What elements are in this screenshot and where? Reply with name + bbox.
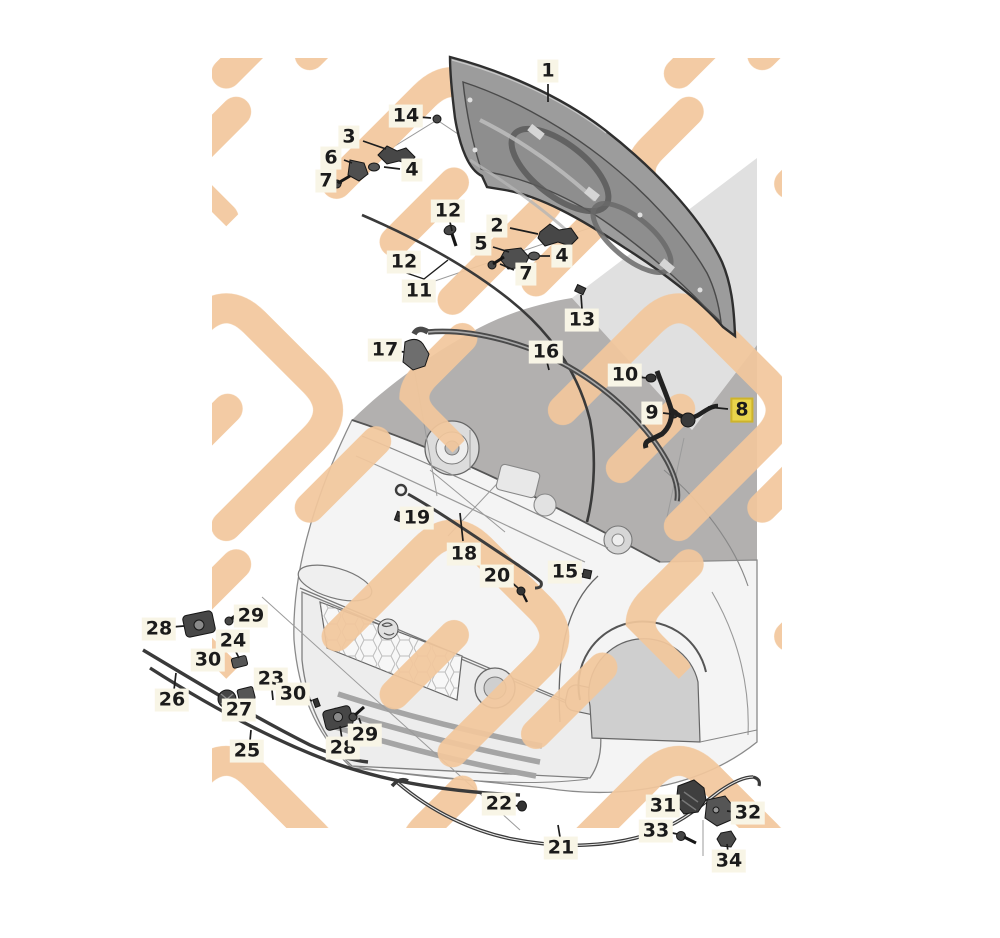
- callout-17[interactable]: 17: [367, 338, 403, 362]
- seals-rods-cables: [142, 213, 761, 848]
- callout-6[interactable]: 6: [320, 146, 342, 170]
- callout-34[interactable]: 34: [711, 849, 747, 873]
- clip-13: [574, 283, 587, 296]
- callout-18[interactable]: 18: [446, 542, 482, 566]
- callout-11[interactable]: 11: [401, 279, 437, 303]
- callout-28[interactable]: 28: [141, 617, 177, 641]
- callout-27[interactable]: 27: [221, 698, 257, 722]
- callout-15[interactable]: 15: [547, 560, 583, 584]
- callout-30[interactable]: 30: [190, 648, 226, 672]
- callout-33[interactable]: 33: [638, 819, 674, 843]
- grommet-17: [402, 338, 430, 371]
- callout-20[interactable]: 20: [479, 564, 515, 588]
- callout-5[interactable]: 5: [470, 232, 492, 256]
- side-seal-strip: [361, 213, 596, 523]
- callout-9[interactable]: 9: [641, 401, 663, 425]
- callout-21[interactable]: 21: [543, 836, 579, 860]
- hinge-2: [537, 223, 579, 247]
- callout-22[interactable]: 22: [481, 792, 517, 816]
- callout-12[interactable]: 12: [430, 199, 466, 223]
- hood-hinge-8: [643, 370, 674, 449]
- callout-13[interactable]: 13: [564, 308, 600, 332]
- hood-panel: [448, 55, 737, 339]
- callout-12[interactable]: 12: [386, 250, 422, 274]
- callout-14[interactable]: 14: [388, 104, 424, 128]
- callout-8-highlighted[interactable]: 8: [730, 397, 754, 423]
- callout-3[interactable]: 3: [338, 125, 360, 149]
- callout-30[interactable]: 30: [275, 682, 311, 706]
- release-rod-lower: [149, 666, 521, 797]
- nut-34: [716, 830, 737, 848]
- hardware-parts: [182, 114, 737, 848]
- callout-4[interactable]: 4: [551, 244, 573, 268]
- callout-29[interactable]: 29: [347, 723, 383, 747]
- callout-16[interactable]: 16: [528, 340, 564, 364]
- callout-24[interactable]: 24: [215, 629, 251, 653]
- ball-stud-20: [516, 586, 526, 596]
- callout-19[interactable]: 19: [399, 506, 435, 530]
- callout-26[interactable]: 26: [154, 688, 190, 712]
- clip-4b: [528, 251, 540, 261]
- hood-prop-rod: [407, 492, 543, 590]
- callout-32[interactable]: 32: [730, 801, 766, 825]
- screw-33: [676, 831, 686, 841]
- callout-2[interactable]: 2: [486, 214, 508, 238]
- callout-31[interactable]: 31: [645, 794, 681, 818]
- callout-1[interactable]: 1: [537, 59, 559, 83]
- callout-25[interactable]: 25: [229, 739, 265, 763]
- buffer-6: [347, 159, 369, 182]
- clip-14: [432, 114, 442, 124]
- callout-29[interactable]: 29: [233, 604, 269, 628]
- clip-4a: [368, 162, 380, 172]
- callout-7[interactable]: 7: [515, 262, 537, 286]
- callout-4[interactable]: 4: [401, 158, 423, 182]
- callout-10[interactable]: 10: [607, 363, 643, 387]
- pin-30b: [312, 697, 321, 709]
- callout-7[interactable]: 7: [315, 169, 337, 193]
